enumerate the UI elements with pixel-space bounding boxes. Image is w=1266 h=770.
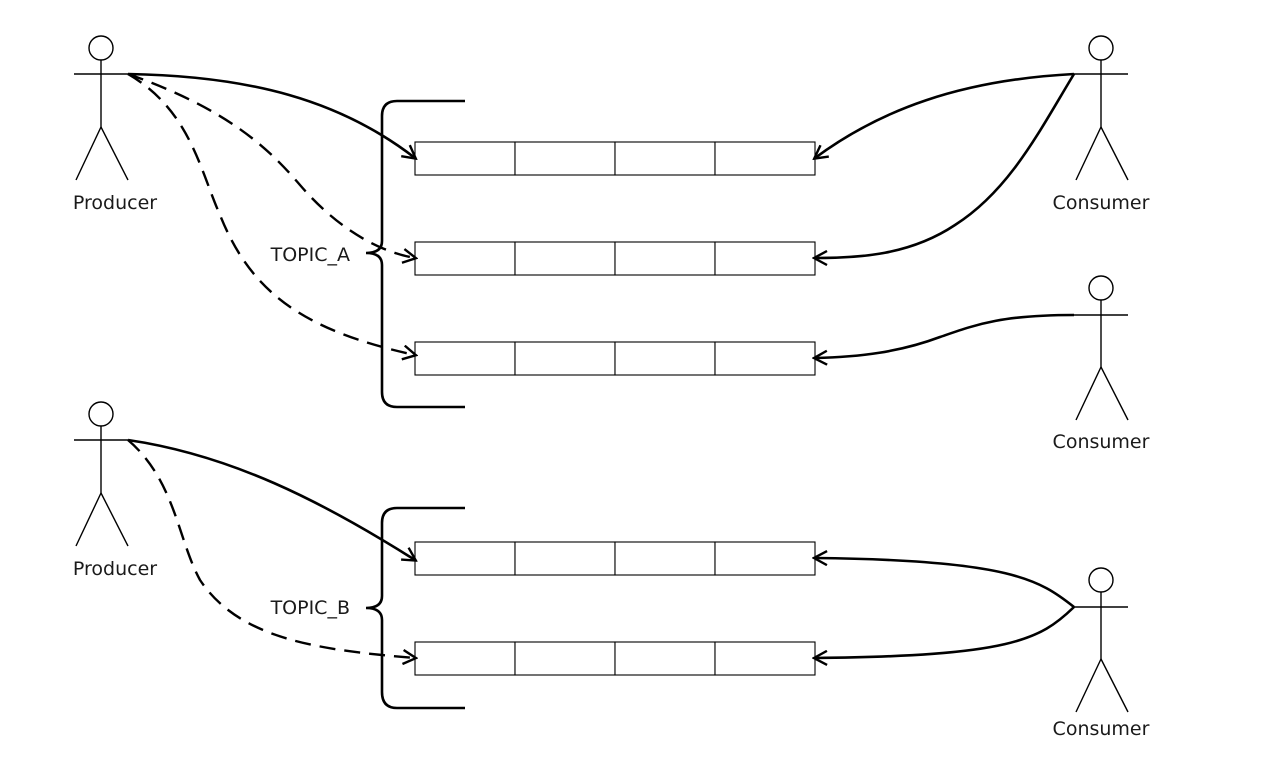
producer-b-to-partition-1-arrow	[127, 438, 415, 560]
partition-cell	[514, 141, 616, 176]
consumer-3-to-topic-b-partition-1-arrow	[815, 558, 1075, 609]
consumer-3-actor: Consumer	[1053, 567, 1150, 740]
topic-a-bracket: TOPIC_A	[270, 99, 465, 409]
producer-a-label: Producer	[73, 192, 157, 214]
partition-cell	[714, 641, 816, 676]
consumer-1-to-partition-1-arrow	[815, 72, 1075, 158]
partition-cell	[414, 141, 516, 176]
partition-cell	[614, 641, 716, 676]
producer-a-actor: Producer	[73, 35, 157, 214]
topic-a-partition-2	[414, 241, 816, 276]
partition-cell	[614, 241, 716, 276]
partition-cell	[714, 241, 816, 276]
producer-b-label: Producer	[73, 558, 157, 580]
producer-b-actor: Producer	[73, 401, 157, 580]
producer-a-to-partition-3-arrow	[127, 72, 415, 355]
partition-cell	[514, 341, 616, 376]
partition-cell	[614, 341, 716, 376]
partition-cell	[614, 141, 716, 176]
consumer-3-label: Consumer	[1053, 718, 1150, 740]
topic-a-partition-3	[414, 341, 816, 376]
partition-cell	[414, 541, 516, 576]
topic-b-partition-1	[414, 541, 816, 576]
consumer-2-to-partition-3-arrow	[815, 313, 1075, 358]
partition-cell	[414, 641, 516, 676]
partition-cell	[714, 141, 816, 176]
topic-a-label: TOPIC_A	[270, 244, 350, 266]
topic-a-partition-1	[414, 141, 816, 176]
partition-cell	[714, 541, 816, 576]
consumer-1-to-partition-2-arrow	[815, 73, 1076, 258]
producer-a-to-partition-1-arrow	[127, 72, 415, 158]
partition-cell	[514, 641, 616, 676]
topic-b-label: TOPIC_B	[270, 597, 350, 619]
consumer-1-label: Consumer	[1053, 192, 1150, 214]
producer-b-to-partition-2-arrow	[127, 439, 415, 658]
consumer-2-label: Consumer	[1053, 431, 1150, 453]
partition-cell	[514, 541, 616, 576]
consumer-3-to-topic-b-partition-2-arrow	[815, 606, 1075, 658]
topic-b-partition-2	[414, 641, 816, 676]
partition-cell	[714, 341, 816, 376]
partition-cell	[514, 241, 616, 276]
producer-a-to-partition-2-arrow	[127, 72, 415, 258]
topic-b-bracket: TOPIC_B	[270, 506, 465, 710]
consumer-2-actor: Consumer	[1053, 275, 1150, 453]
partition-cell	[414, 241, 516, 276]
consumer-1-actor: Consumer	[1053, 35, 1150, 214]
partition-cell	[414, 341, 516, 376]
partition-cell	[614, 541, 716, 576]
